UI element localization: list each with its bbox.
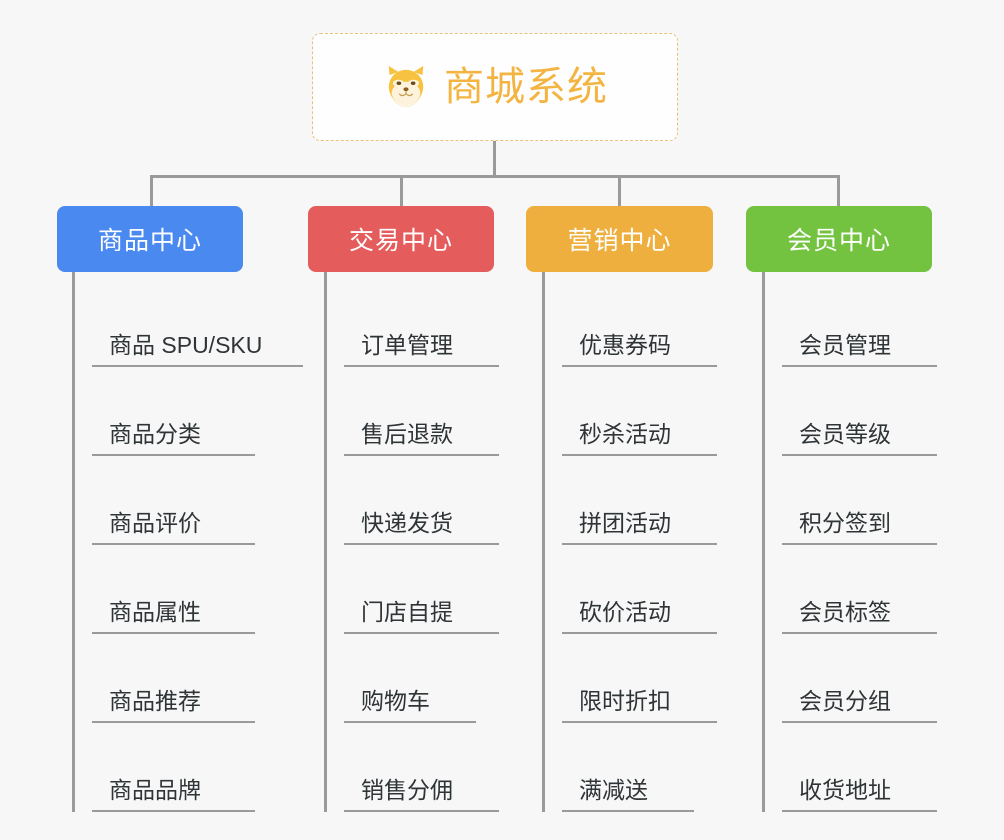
sub-item[interactable]: 商品 SPU/SKU [92,278,303,367]
category-label: 营销中心 [567,227,672,255]
sub-item[interactable]: 满减送 [562,723,694,812]
category-box-marketing-center[interactable]: 营销中心 [526,206,713,272]
sub-item[interactable]: 商品品牌 [92,723,255,812]
sub-item[interactable]: 积分签到 [782,456,937,545]
sub-item-label: 商品推荐 [109,687,201,714]
sub-item-label: 拼团活动 [579,509,671,536]
sub-item[interactable]: 砍价活动 [562,545,717,634]
connector-drop-marketing-center [618,175,621,206]
sub-item[interactable]: 会员标签 [782,545,937,634]
sub-item-label: 商品分类 [109,420,201,447]
sub-item[interactable]: 优惠券码 [562,278,717,367]
sub-item[interactable]: 会员等级 [782,367,937,456]
sub-item-label: 会员等级 [799,420,891,447]
sub-item[interactable]: 秒杀活动 [562,367,717,456]
sub-item-label: 销售分佣 [361,776,453,803]
sub-item[interactable]: 拼团活动 [562,456,717,545]
sub-item[interactable]: 会员管理 [782,278,937,367]
sub-item-label: 限时折扣 [579,687,671,714]
sub-item[interactable]: 商品分类 [92,367,255,456]
sub-item-label: 快递发货 [361,509,453,536]
sub-item-label: 砍价活动 [579,598,671,625]
sub-item[interactable]: 门店自提 [344,545,499,634]
sub-item[interactable]: 快递发货 [344,456,499,545]
category-label: 商品中心 [97,227,202,255]
sub-item[interactable]: 收货地址 [782,723,937,812]
sub-item-label: 商品品牌 [109,776,201,803]
root-title: 商城系统 [444,65,608,109]
sub-item-list-marketing-center: 优惠券码 秒杀活动 拼团活动 砍价活动 限时折扣 满减送 [542,272,726,812]
sub-item[interactable]: 限时折扣 [562,634,717,723]
sub-item-label: 商品属性 [109,598,201,625]
connector-root-stem [493,141,496,177]
sub-item[interactable]: 商品评价 [92,456,255,545]
connector-drop-transaction-center [400,175,403,206]
sub-item-label: 门店自提 [361,598,453,625]
sub-item[interactable]: 售后退款 [344,367,499,456]
sub-item[interactable]: 订单管理 [344,278,499,367]
sub-item-list-member-center: 会员管理 会员等级 积分签到 会员标签 会员分组 收货地址 [762,272,937,812]
sub-item-label: 满减送 [579,776,648,803]
connector-horizontal-bar [150,175,840,178]
branch-member-center: 会员中心 会员管理 会员等级 积分签到 会员标签 会员分组 收货地址 [746,206,937,812]
sub-item-label: 优惠券码 [579,331,671,358]
sub-item-label: 会员分组 [799,687,891,714]
category-box-product-center[interactable]: 商品中心 [57,206,243,272]
sub-item-list-product-center: 商品 SPU/SKU 商品分类 商品评价 商品属性 商品推荐 商品品牌 [72,272,303,812]
sub-item-label: 会员标签 [799,598,891,625]
sub-item[interactable]: 商品推荐 [92,634,255,723]
sub-item-label: 秒杀活动 [579,420,671,447]
root-node[interactable]: 商城系统 [312,33,678,141]
sub-item-label: 订单管理 [361,331,453,358]
category-label: 会员中心 [786,227,891,255]
shiba-dog-face-icon [388,66,424,108]
branch-marketing-center: 营销中心 优惠券码 秒杀活动 拼团活动 砍价活动 限时折扣 满减送 [526,206,726,812]
category-box-member-center[interactable]: 会员中心 [746,206,932,272]
connector-drop-member-center [837,175,840,206]
sub-item[interactable]: 销售分佣 [344,723,499,812]
sub-item[interactable]: 会员分组 [782,634,937,723]
sub-item-label: 积分签到 [799,509,891,536]
sub-item-list-transaction-center: 订单管理 售后退款 快递发货 门店自提 购物车 销售分佣 [324,272,508,812]
sub-item-label: 商品评价 [109,509,201,536]
sub-item-label: 收货地址 [799,776,891,803]
sub-item-label: 会员管理 [799,331,891,358]
sub-item-label: 购物车 [361,687,430,714]
category-label: 交易中心 [348,227,453,255]
sub-item[interactable]: 购物车 [344,634,476,723]
connector-drop-product-center [150,175,153,206]
sub-item-label: 商品 SPU/SKU [109,331,263,358]
category-box-transaction-center[interactable]: 交易中心 [308,206,494,272]
sub-item[interactable]: 商品属性 [92,545,255,634]
branch-product-center: 商品中心 商品 SPU/SKU 商品分类 商品评价 商品属性 商品推荐 商品品牌 [57,206,303,812]
sub-item-label: 售后退款 [361,420,453,447]
branch-transaction-center: 交易中心 订单管理 售后退款 快递发货 门店自提 购物车 销售分佣 [308,206,508,812]
